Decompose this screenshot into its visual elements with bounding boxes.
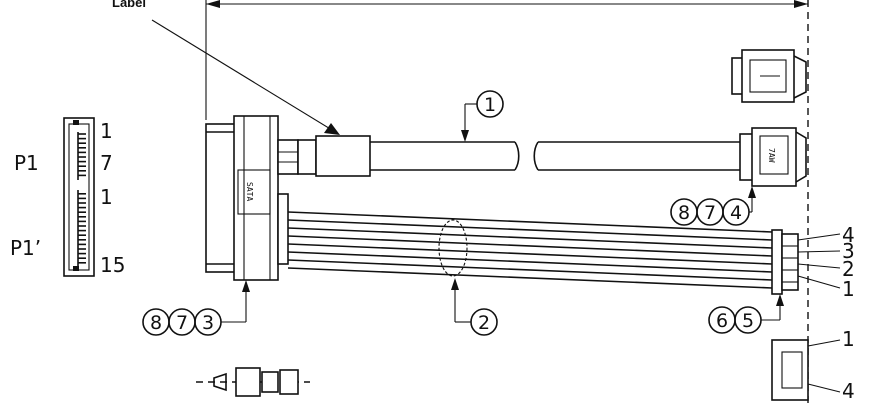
label-leader xyxy=(151,19,340,135)
p1-prime-label: P1’ xyxy=(10,236,41,260)
callout-main-conn-2: 7 xyxy=(176,312,188,334)
dimension-line xyxy=(205,0,808,120)
sata-end-connector: 7AW xyxy=(739,127,807,187)
callout-power-end xyxy=(708,294,784,334)
callout-wires xyxy=(451,278,498,336)
callout-cable-number: 1 xyxy=(484,94,496,116)
callout-cable xyxy=(461,90,504,142)
p1p-pin-end: 15 xyxy=(100,253,125,277)
power-end-view xyxy=(771,339,841,401)
callout-power-end-1: 6 xyxy=(716,310,728,332)
callout-sata-end-2: 7 xyxy=(704,202,716,224)
wire-number-1: 1 xyxy=(842,277,855,301)
p1-pin-start: 1 xyxy=(100,119,113,143)
power-wires xyxy=(287,211,773,289)
callout-main-conn xyxy=(142,280,250,336)
callout-sata-end-1: 8 xyxy=(678,202,690,224)
p1-pin-ticks xyxy=(78,133,86,264)
cable-body xyxy=(297,135,740,177)
small-conn-marking: 7AW xyxy=(767,148,776,163)
main-sata-connector: SATA xyxy=(205,115,299,281)
sata-marking: SATA xyxy=(245,182,254,201)
end-view-pin-1: 1 xyxy=(842,327,855,351)
sata-end-view xyxy=(731,49,807,103)
callout-sata-end-3: 4 xyxy=(730,202,742,224)
p1-pin-end: 7 xyxy=(100,151,113,175)
p1-label: P1 xyxy=(14,151,39,175)
callout-wires-number: 2 xyxy=(478,312,490,334)
end-view-pin-4: 4 xyxy=(842,379,855,403)
callout-main-conn-3: 3 xyxy=(202,312,214,334)
callout-main-conn-1: 8 xyxy=(150,312,162,334)
callout-sata-end xyxy=(670,186,756,226)
label-title: Label xyxy=(112,0,146,10)
callout-power-end-2: 5 xyxy=(742,310,754,332)
wire-number-2: 2 xyxy=(842,257,855,281)
power-end-connector xyxy=(771,229,799,295)
wire-number-leaders xyxy=(797,233,841,289)
wire-number-4: 4 xyxy=(842,223,855,247)
p1p-pin-start: 1 xyxy=(100,185,113,209)
p1-pin-view xyxy=(63,117,95,277)
wire-number-3: 3 xyxy=(842,239,855,263)
mating-pin-view xyxy=(196,367,310,397)
